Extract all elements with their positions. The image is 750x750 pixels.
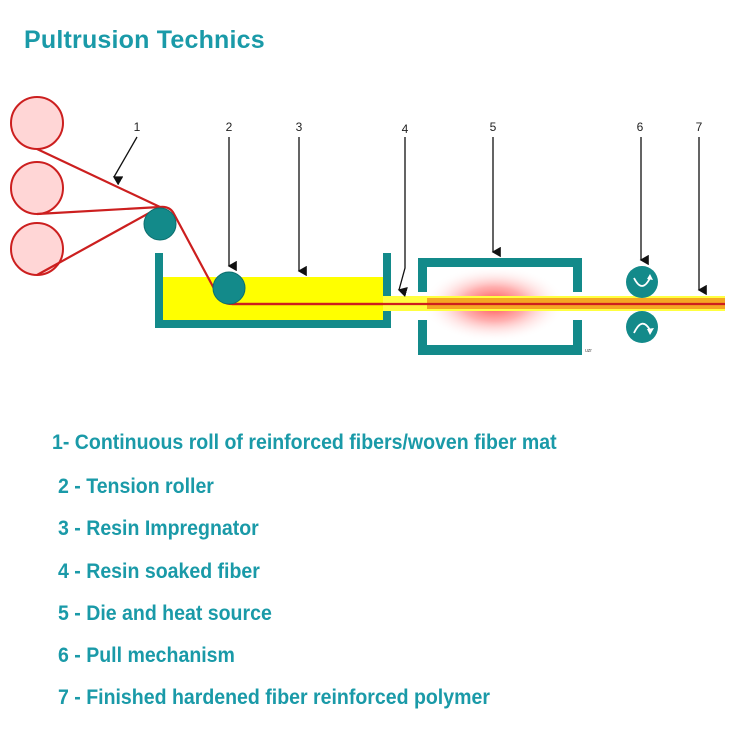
product-strip: [232, 296, 725, 311]
callout-number-1: 1: [134, 120, 141, 134]
arrow-head-icon: [647, 328, 654, 335]
page-title: Pultrusion Technics: [24, 26, 265, 54]
callout-number-7: 7: [696, 120, 703, 134]
callout-number-6: 6: [637, 120, 644, 134]
callout-arrow-4: [397, 137, 408, 298]
pull-roller-bottom: [626, 311, 658, 343]
fiber-strand: [36, 206, 161, 276]
fiber-spool-bottom: [10, 222, 64, 276]
pultrusion-diagram: 1 2 3 4 5 6 7 uzr: [10, 96, 725, 355]
rotation-arrow-icon: [633, 277, 651, 287]
guide-roller: [143, 207, 177, 241]
callout-arrow-1: [112, 136, 138, 186]
watermark: uzr: [585, 348, 592, 354]
resin-impregnator: [155, 253, 391, 328]
callout-number-2: 2: [226, 120, 233, 134]
fiber-spool-middle: [10, 161, 64, 215]
pull-mechanism: [626, 266, 658, 343]
legend-item: 7 - Finished hardened fiber reinforced p…: [58, 686, 490, 709]
callout-number-4: 4: [402, 122, 409, 136]
legend-item: 6 - Pull mechanism: [58, 644, 235, 667]
legend-item: 4 - Resin soaked fiber: [58, 560, 260, 583]
legend-item: 1- Continuous roll of reinforced fibers/…: [52, 431, 557, 454]
legend-item: 5 - Die and heat source: [58, 602, 272, 625]
arrow-head-icon: [647, 274, 653, 280]
die-lower: [418, 320, 582, 355]
rotation-arrow-icon: [633, 322, 651, 334]
fiber-spools: [10, 96, 64, 276]
die-upper: [418, 258, 582, 292]
tension-roller: [212, 271, 246, 305]
legend-item: 2 - Tension roller: [58, 475, 214, 498]
fiber-strand: [36, 205, 161, 216]
resin-bath: [163, 277, 383, 321]
fiber-spool-top: [10, 96, 64, 150]
callout-arrows: [112, 136, 707, 298]
callout-number-5: 5: [490, 120, 497, 134]
resin-tank: [155, 253, 391, 328]
pull-roller-top: [626, 266, 658, 298]
legend-item: 3 - Resin Impregnator: [58, 517, 259, 540]
fiber-strand: [36, 148, 161, 208]
callout-number-3: 3: [296, 120, 303, 134]
